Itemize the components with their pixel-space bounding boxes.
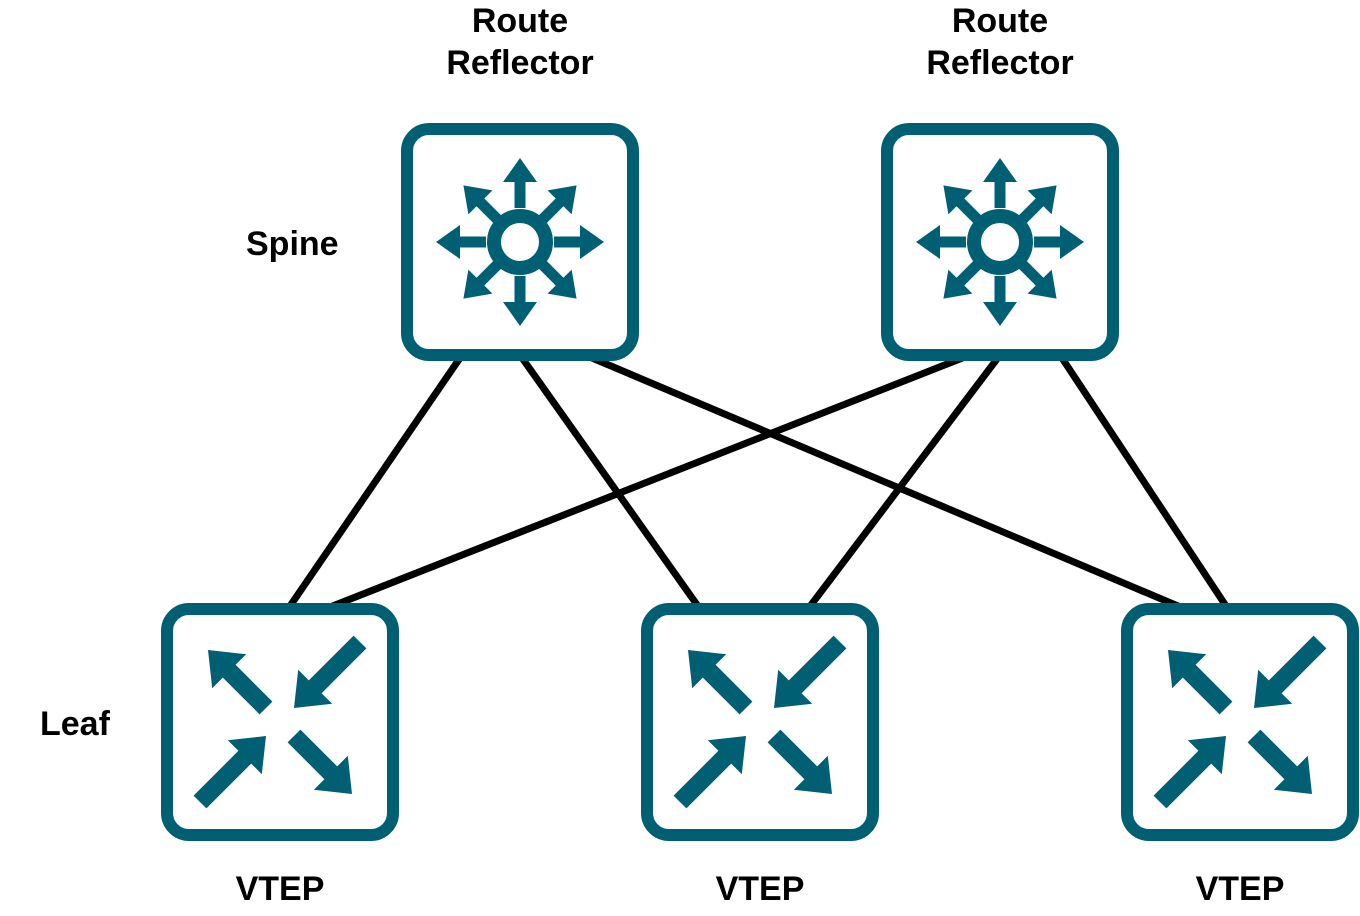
link-spine-2-leaf-3 (1057, 353, 1231, 611)
spine-switch-icon (916, 158, 1084, 326)
link-spine-1-leaf-2 (517, 352, 703, 612)
spine-1-role-line1: Route (471, 2, 569, 40)
nodes-layer (161, 123, 1359, 841)
link-spine-2-leaf-1 (323, 351, 972, 613)
tier-label-leaf: Leaf (40, 705, 110, 743)
spine-switch-icon (436, 158, 604, 326)
leaf-2-node (641, 603, 879, 841)
link-spine-1-leaf-1 (285, 353, 465, 611)
spine-1-node (401, 123, 639, 361)
tier-label-spine: Spine (246, 225, 339, 263)
leaf-1-label: VTEP (235, 870, 325, 908)
spine-2-node (881, 123, 1119, 361)
leaf-1-node (161, 603, 399, 841)
spine-2-role-line1: Route (951, 2, 1049, 40)
leaf-switch-icon (1153, 635, 1327, 809)
link-spine-2-leaf-2 (805, 352, 1003, 612)
spine-1-role-label: Route Reflector (446, 0, 593, 84)
links-layer (285, 351, 1231, 613)
spine-2-role-line2: Reflector (926, 44, 1074, 82)
leaf-switch-icon (193, 635, 367, 809)
leaf-3-node (1121, 603, 1359, 841)
leaf-3-label: VTEP (1195, 870, 1285, 908)
spine-2-role-label: Route Reflector (926, 0, 1073, 84)
link-spine-1-leaf-3 (583, 351, 1187, 613)
leaf-switch-icon (673, 635, 847, 809)
spine-1-role-line2: Reflector (446, 44, 594, 82)
leaf-2-label: VTEP (715, 870, 805, 908)
